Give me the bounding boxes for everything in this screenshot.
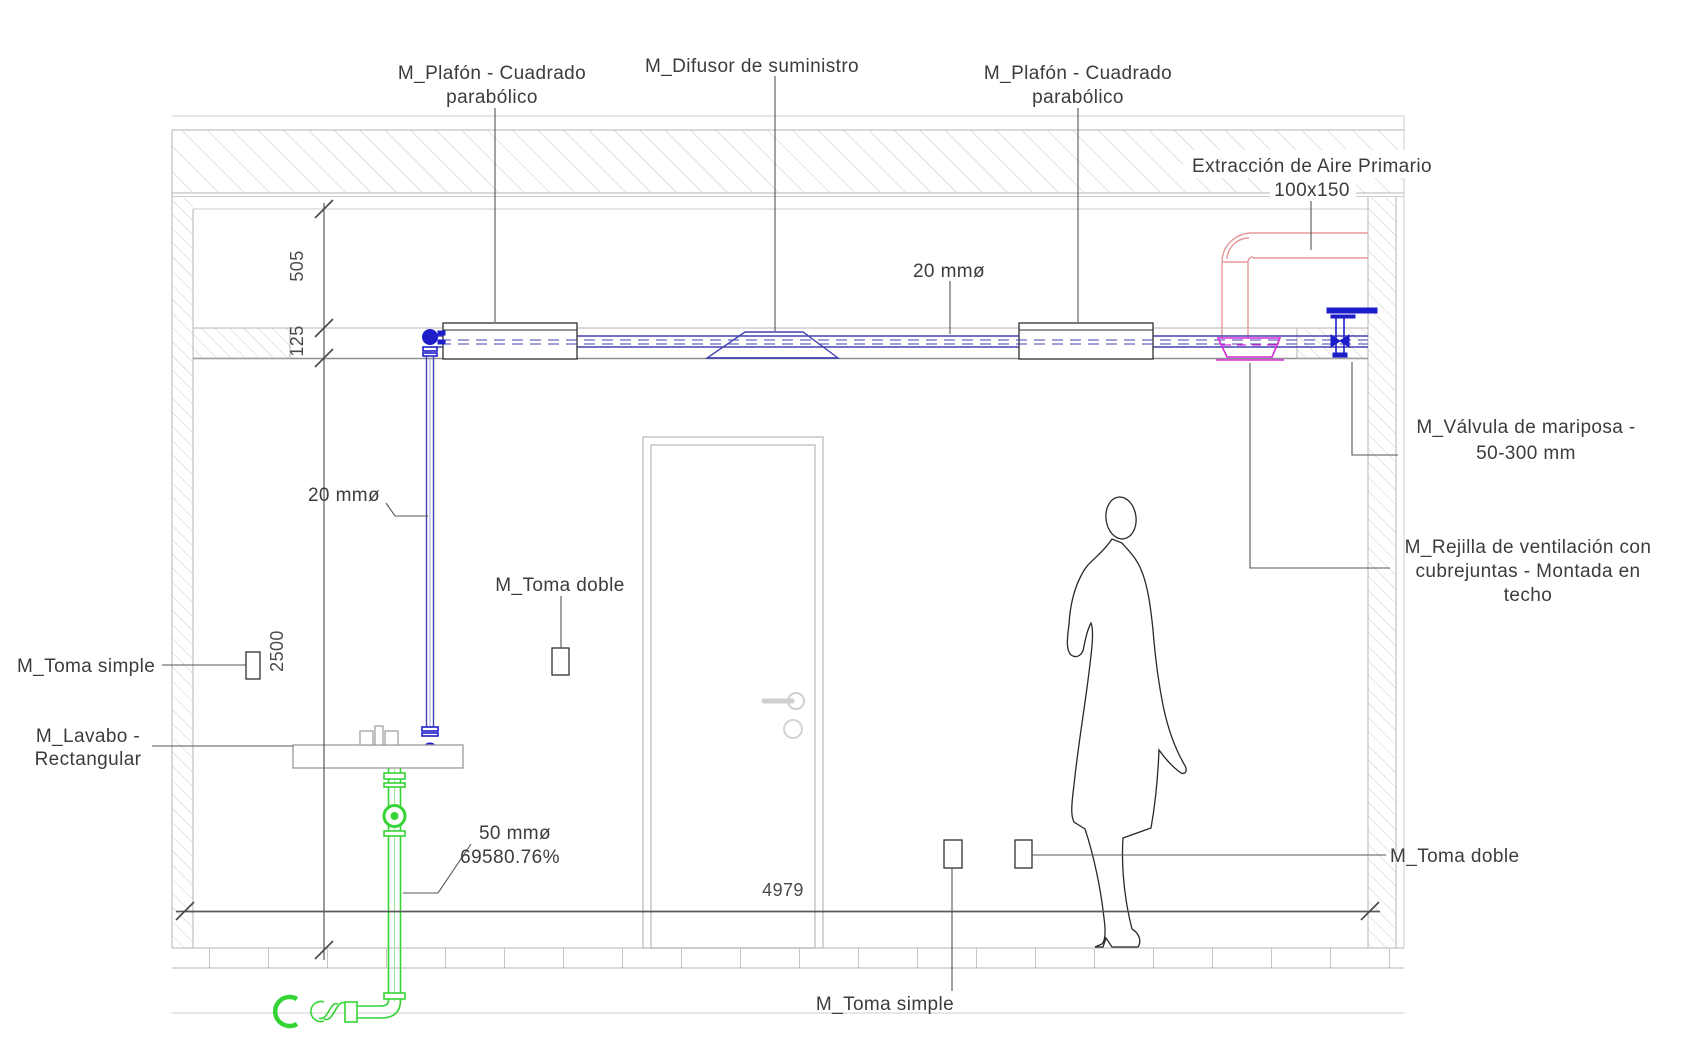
door-keyhole [783,719,803,739]
label-toma-simple-bottom: M_Toma simple [816,994,954,1015]
socket-simple-left [245,651,261,680]
faucet-left [359,730,374,746]
dim-2500: 2500 [267,630,287,672]
person-silhouette [1066,496,1187,948]
supply-pipe-centerlines [440,339,1368,345]
label-toma-simple-left: M_Toma simple [17,656,155,677]
label-pipe50-1: 50 mmø [479,823,551,844]
extraction-duct [1221,232,1368,338]
label-extraccion-2: 100x150 [1274,180,1350,201]
label-rejilla-2: cubrejuntas - Montada en [1415,561,1640,582]
dimensions: 505 125 2500 4979 [175,199,1380,960]
left-wall [171,130,194,948]
label-rejilla-3: techo [1504,585,1552,606]
plafon-right-fixture [1018,322,1154,360]
label-pipe20-left: 20 mmø [308,485,380,506]
supply-pipe-run [437,335,1368,348]
drain-pipe [272,768,407,1029]
label-plafon-right-2: parabólico [1032,87,1124,108]
label-plafon-right-1: M_Plafón - Cuadrado [984,63,1172,84]
label-toma-doble-mid: M_Toma doble [495,575,624,596]
sink-counter [292,725,464,769]
ceiling-grille [1216,337,1284,361]
dim-505: 505 [287,250,307,281]
label-rejilla-1: M_Rejilla de ventilación con [1405,537,1652,558]
label-valvula-2: 50-300 mm [1476,443,1576,464]
dim-4979: 4979 [762,880,804,900]
right-wall [1367,116,1405,948]
floor-tiles [172,948,1404,968]
label-pipe50-2: 69580.76% [460,847,560,868]
butterfly-valve [1326,307,1378,358]
label-plafon-left-2: parabólico [446,87,538,108]
label-lavabo-2: Rectangular [35,749,142,770]
label-pipe20-top: 20 mmø [913,261,985,282]
label-extraccion-1: Extracción de Aire Primario [1192,156,1432,177]
building-structure [171,115,1405,1014]
socket-double-right [1014,839,1033,869]
label-difusor: M_Difusor de suministro [645,56,859,77]
floor [172,947,1404,1014]
ceiling-bulkhead-left [192,327,291,359]
label-toma-doble-right: M_Toma doble [1390,846,1519,867]
supply-diffuser [704,331,841,359]
dim-125: 125 [287,325,307,356]
label-lavabo-1: M_Lavabo - [36,726,140,747]
annotations: M_Plafón - Cuadrado parabólico M_Difusor… [17,56,1651,1015]
door-handle-rose [787,692,805,710]
label-valvula-1: M_Válvula de mariposa - [1416,417,1635,438]
socket-simple-bottom [943,839,963,869]
door [642,436,824,949]
faucet-spout [374,725,384,746]
faucet-right [384,730,399,746]
drain-bell-end [272,994,299,1029]
plafon-left-fixture [442,322,578,360]
label-plafon-left-1: M_Plafón - Cuadrado [398,63,586,84]
socket-double-mid [551,647,570,676]
supply-riser [421,329,446,763]
